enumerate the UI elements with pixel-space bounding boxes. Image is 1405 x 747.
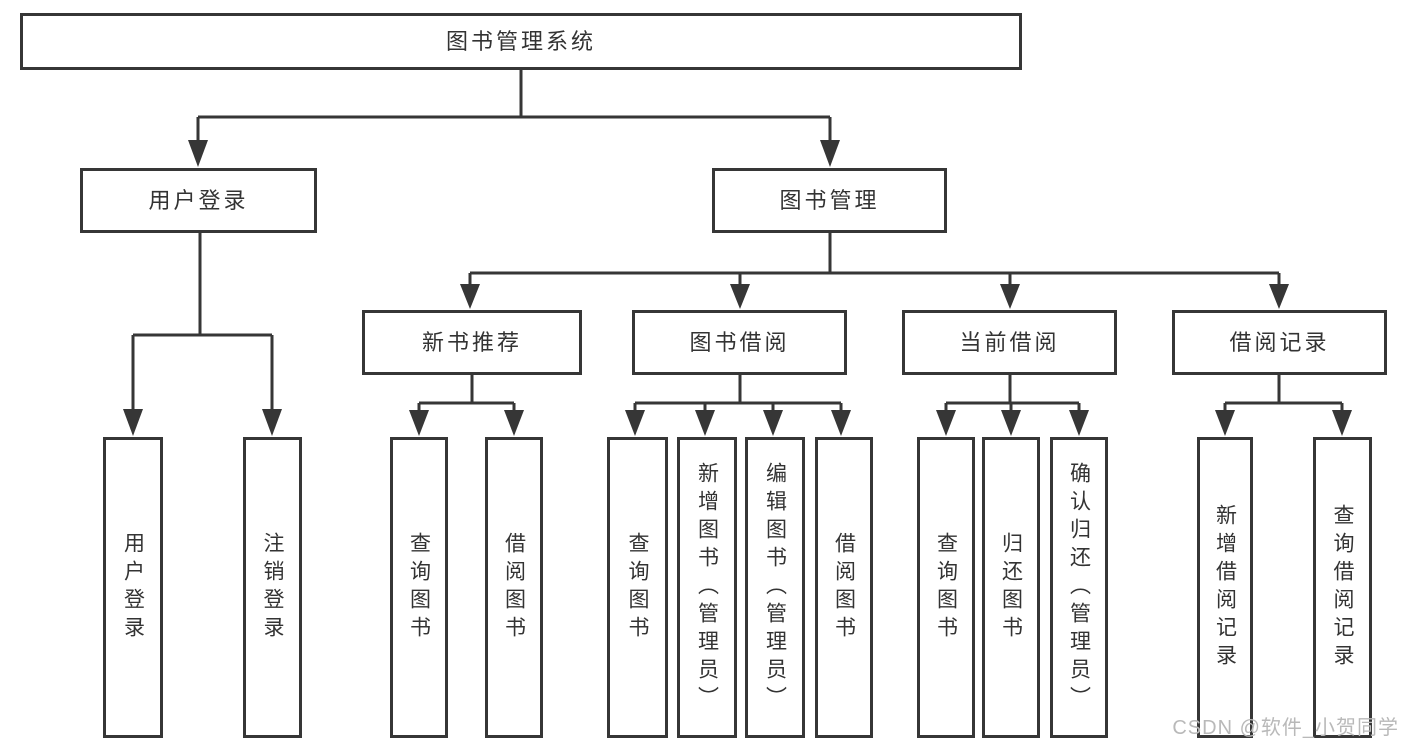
arrow-down-icon xyxy=(831,410,851,436)
connector-currentborrow-to-leaves xyxy=(944,375,1081,412)
arrow-down-icon xyxy=(1269,284,1289,309)
connector-bookborrow-to-leaves xyxy=(633,375,843,412)
leaf-borrow-books: 借阅图书 xyxy=(485,437,543,738)
arrow-down-icon xyxy=(409,410,429,436)
leaf-add-books-admin: 新增图书（管理员） xyxy=(677,437,737,738)
arrowhead-icons xyxy=(123,140,1352,436)
leaf-query-books: 查询图书 xyxy=(390,437,448,738)
leaf-query-books: 查询图书 xyxy=(917,437,975,738)
node-book-borrowing: 图书借阅 xyxy=(632,310,847,375)
connector-newbookrec-to-leaves xyxy=(417,375,516,412)
leaf-add-borrow-record: 新增借阅记录 xyxy=(1197,437,1253,738)
watermark: CSDN @软件_小贺同学 xyxy=(1172,717,1399,739)
leaf-borrow-books: 借阅图书 xyxy=(815,437,873,738)
leaf-user-login: 用户登录 xyxy=(103,437,163,738)
arrow-down-icon xyxy=(820,140,840,167)
arrow-down-icon xyxy=(123,409,143,436)
arrow-down-icon xyxy=(1001,410,1021,436)
leaf-confirm-return-admin: 确认归还（管理员） xyxy=(1050,437,1108,738)
node-current-borrowing: 当前借阅 xyxy=(902,310,1117,375)
node-user-login: 用户登录 xyxy=(80,168,317,233)
arrow-down-icon xyxy=(1000,284,1020,309)
connector-root-to-level2 xyxy=(196,70,832,142)
connector-borrowrecords-to-leaves xyxy=(1223,375,1344,412)
leaf-edit-books-admin: 编辑图书（管理员） xyxy=(745,437,805,738)
arrow-down-icon xyxy=(695,410,715,436)
arrow-down-icon xyxy=(625,410,645,436)
node-new-book-recommendation: 新书推荐 xyxy=(362,310,582,375)
leaf-logout: 注销登录 xyxy=(243,437,302,738)
connector-bookmgmt-to-level3 xyxy=(468,233,1281,286)
arrow-down-icon xyxy=(1215,410,1235,436)
node-library-management-system: 图书管理系统 xyxy=(20,13,1022,70)
leaf-query-borrow-record: 查询借阅记录 xyxy=(1313,437,1372,738)
arrow-down-icon xyxy=(188,140,208,167)
arrow-down-icon xyxy=(262,409,282,436)
arrow-down-icon xyxy=(730,284,750,309)
leaf-query-books: 查询图书 xyxy=(607,437,668,738)
node-borrowing-records: 借阅记录 xyxy=(1172,310,1387,375)
arrow-down-icon xyxy=(1332,410,1352,436)
arrow-down-icon xyxy=(460,284,480,309)
arrow-down-icon xyxy=(936,410,956,436)
arrow-down-icon xyxy=(1069,410,1089,436)
arrow-down-icon xyxy=(504,410,524,436)
node-book-management: 图书管理 xyxy=(712,168,947,233)
connector-userlogin-to-leaves xyxy=(131,233,274,410)
arrow-down-icon xyxy=(763,410,783,436)
leaf-return-books: 归还图书 xyxy=(982,437,1040,738)
